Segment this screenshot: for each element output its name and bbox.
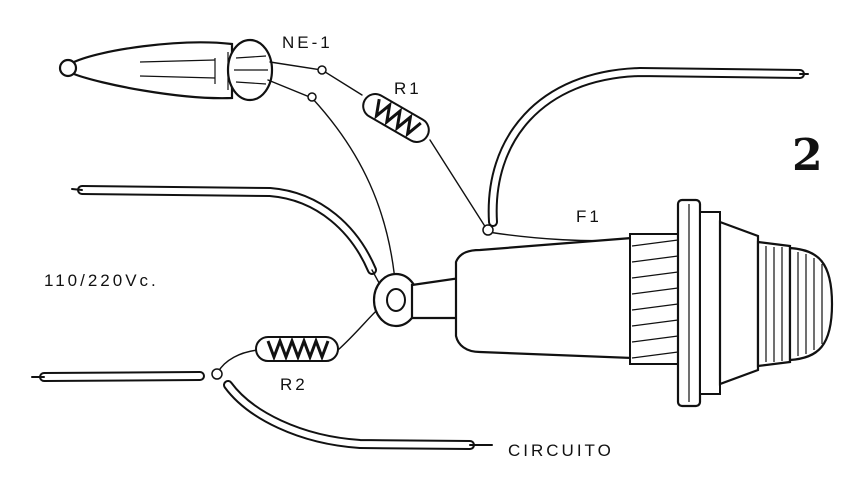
label-r1: R1: [394, 79, 422, 98]
figure-number: 2: [792, 130, 823, 181]
label-f1: F1: [576, 207, 602, 226]
neon-lamp: [58, 38, 274, 102]
label-voltage: 110/220Vc.: [44, 271, 159, 290]
resistor-r1: [362, 93, 430, 143]
wiring: [211, 61, 626, 380]
lead-circuit: [223, 380, 493, 450]
lead-mains-lower: [31, 371, 205, 382]
lead-mains-upper: [71, 185, 377, 275]
fuse-holder: [372, 198, 834, 408]
resistor-r2: [255, 336, 339, 362]
label-r2: R2: [280, 375, 308, 394]
label-ne1: NE-1: [282, 33, 333, 52]
lead-upper-right: [487, 66, 809, 227]
label-circuito: CIRCUITO: [508, 441, 614, 460]
